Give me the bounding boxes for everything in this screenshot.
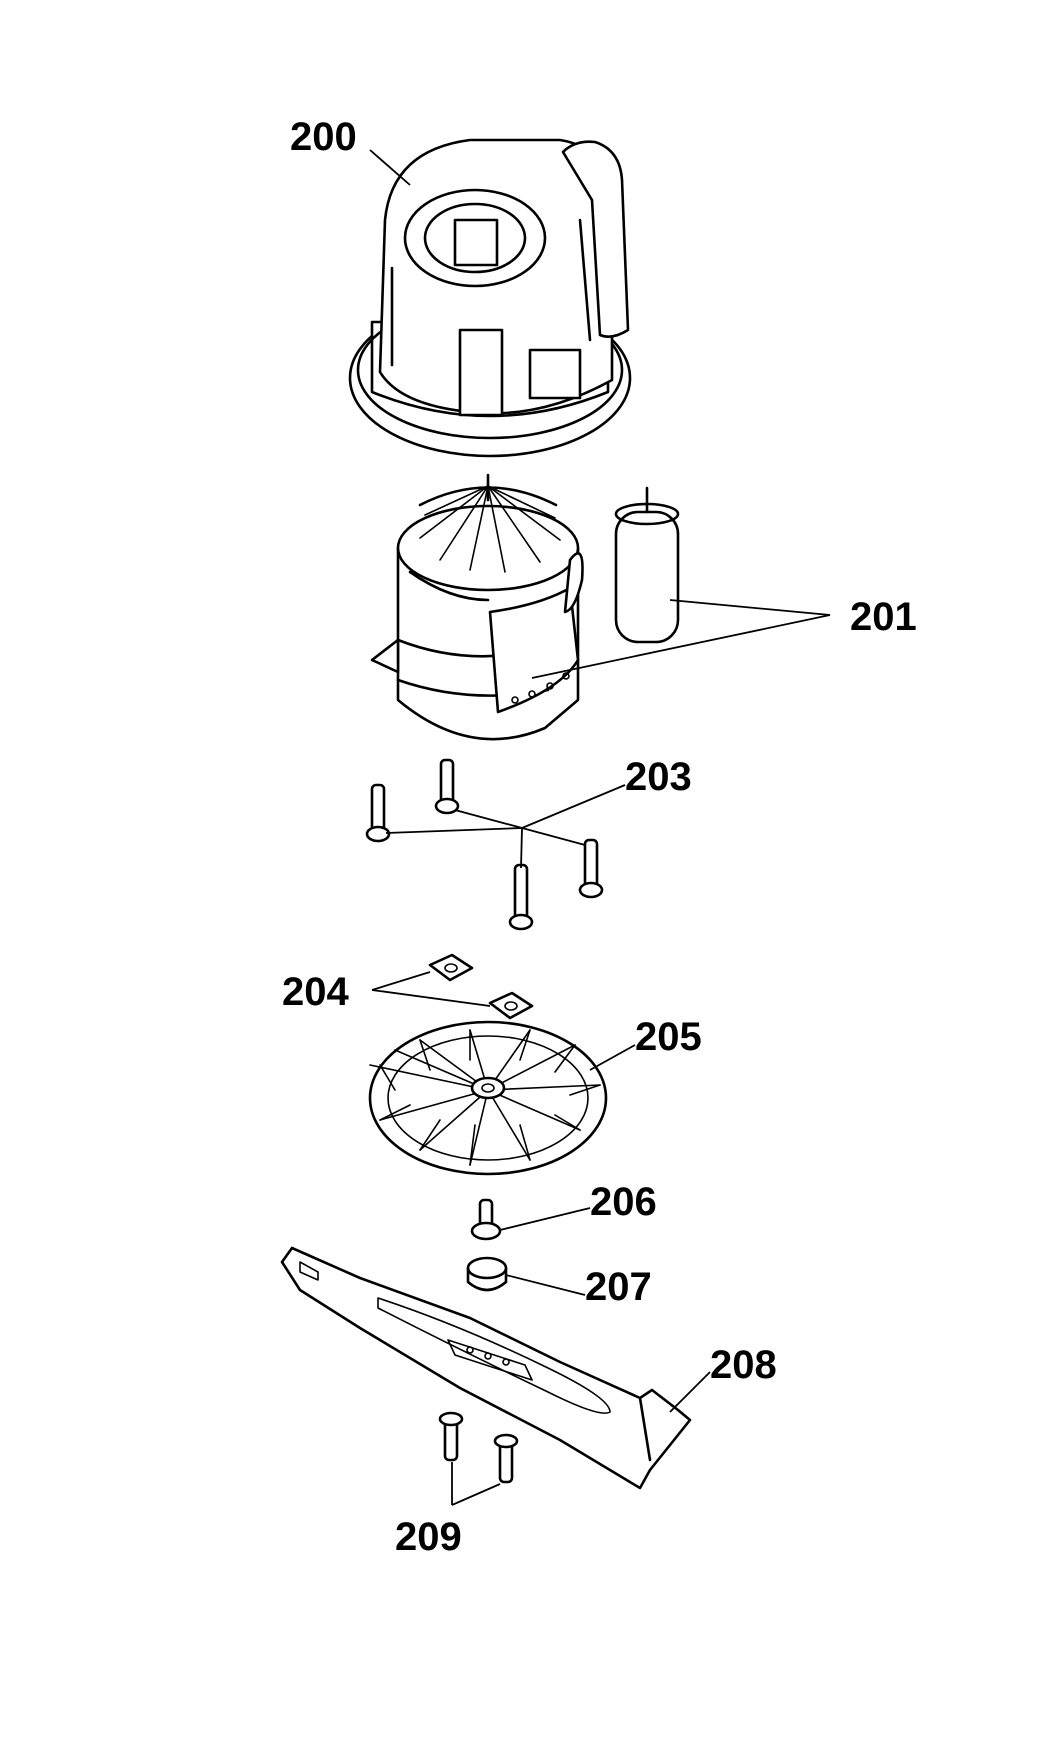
leader-208 — [669, 1371, 711, 1413]
leader-207 — [505, 1274, 586, 1296]
fan-drawing — [368, 1020, 608, 1176]
leader-203c — [521, 827, 586, 846]
leader-201a — [669, 599, 831, 616]
fan-screw-drawing — [470, 1198, 502, 1241]
leader-204a — [371, 971, 431, 991]
leader-203a — [385, 827, 523, 834]
leader-206 — [499, 1207, 591, 1231]
spacer-drawing — [466, 1256, 508, 1292]
label-206: 206 — [590, 1180, 657, 1224]
motor-drawing — [370, 473, 680, 741]
leader-209b — [451, 1483, 501, 1506]
label-208: 208 — [710, 1343, 777, 1387]
label-205: 205 — [635, 1015, 702, 1059]
leader-201b — [531, 614, 831, 679]
blade-drawing — [280, 1246, 692, 1490]
leader-204b — [371, 989, 491, 1007]
leader-205 — [589, 1044, 636, 1071]
motor-screws-drawing — [365, 758, 604, 931]
label-203: 203 — [625, 755, 692, 799]
leader-200 — [369, 149, 411, 186]
housing-drawing — [348, 138, 632, 458]
label-204: 204 — [282, 970, 349, 1014]
square-nuts-drawing — [428, 953, 534, 1020]
leader-203-main — [521, 784, 626, 829]
label-200: 200 — [290, 115, 357, 159]
label-207: 207 — [585, 1265, 652, 1309]
leader-203d — [520, 827, 523, 869]
label-201: 201 — [850, 595, 917, 639]
leader-203b — [454, 809, 523, 829]
label-209: 209 — [395, 1515, 462, 1559]
blade-screws-drawing — [438, 1411, 519, 1484]
